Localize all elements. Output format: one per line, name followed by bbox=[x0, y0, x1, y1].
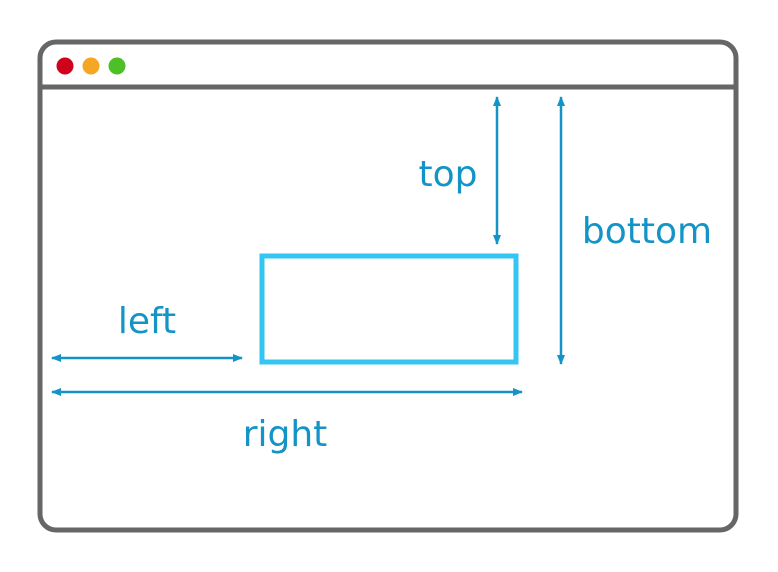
minimize-dot-icon[interactable] bbox=[82, 57, 100, 75]
bottom-label: bottom bbox=[582, 211, 712, 252]
left-label: left bbox=[118, 301, 176, 342]
window-frame bbox=[37, 39, 739, 533]
close-dot-icon[interactable] bbox=[56, 57, 74, 75]
browser-window bbox=[37, 39, 739, 533]
right-label: right bbox=[243, 414, 328, 455]
top-label: top bbox=[419, 154, 478, 195]
maximize-dot-icon[interactable] bbox=[108, 57, 126, 75]
measurement-arrows bbox=[51, 96, 565, 396]
positioned-box bbox=[259, 253, 519, 365]
